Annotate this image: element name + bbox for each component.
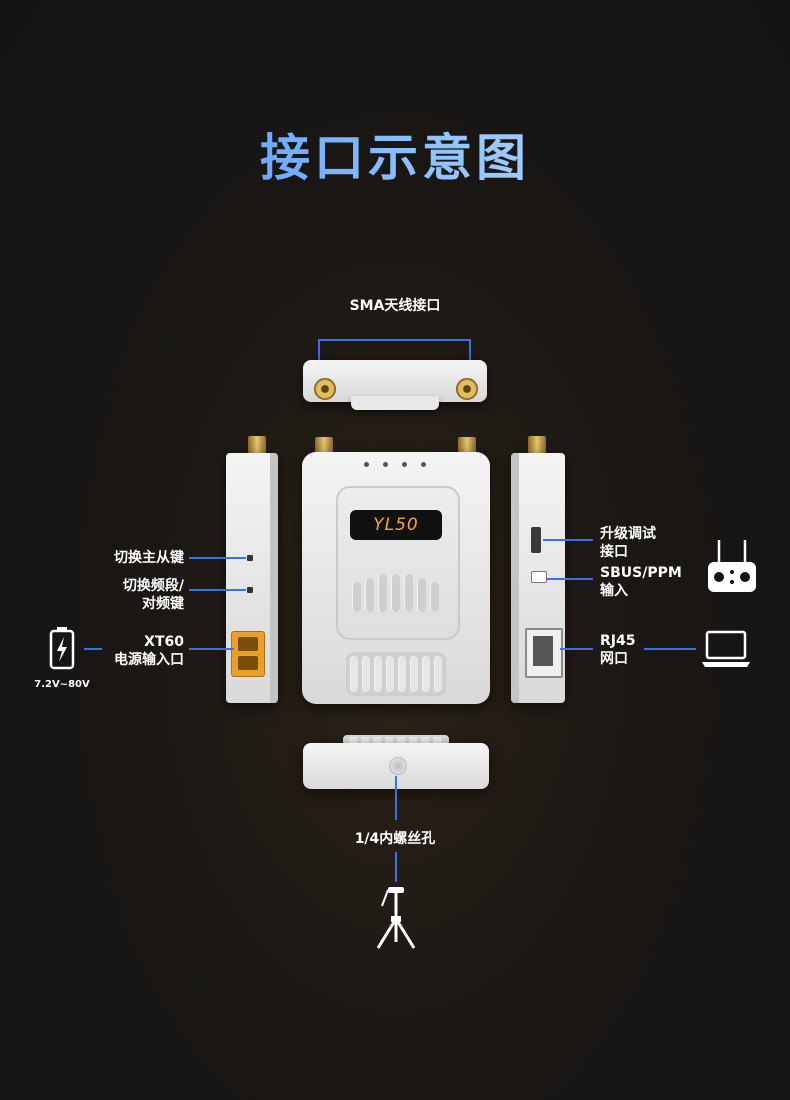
rj45-leader xyxy=(560,648,593,650)
sma-antenna-left-side xyxy=(248,436,266,458)
usb-debug-port xyxy=(531,527,541,553)
debug-label-line2: 接口 xyxy=(600,544,628,560)
device-left-side-view xyxy=(226,453,278,703)
sma-left-leader xyxy=(318,339,320,371)
laptop-leader xyxy=(644,648,696,650)
rj45-port xyxy=(525,628,563,678)
tripod-icon xyxy=(376,887,416,949)
sma-antenna-right-side xyxy=(528,436,546,458)
device-front-view: YL50 xyxy=(302,452,490,704)
master-slave-label: 切换主从键 xyxy=(114,550,184,566)
voltage-label: 7.2V~80V xyxy=(34,679,90,690)
sbus-label-line1: SBUS/PPM xyxy=(600,565,682,581)
master-slave-leader xyxy=(189,557,246,559)
sma-bracket-line xyxy=(318,339,471,341)
debug-leader xyxy=(543,539,593,541)
led-indicators xyxy=(364,462,428,468)
rj45-label-line1: RJ45 xyxy=(600,633,636,649)
battery-leader xyxy=(84,648,102,650)
xt60-connector xyxy=(231,631,265,677)
screw-leader-top xyxy=(395,776,397,820)
band-label-line1: 切换频段/ xyxy=(122,578,184,594)
sbus-label-line2: 输入 xyxy=(600,583,628,599)
sma-connector-left xyxy=(314,378,336,400)
sbus-ppm-port xyxy=(531,571,547,583)
master-slave-button[interactable] xyxy=(247,555,253,561)
sbus-leader xyxy=(547,578,593,580)
screw-leader-bottom xyxy=(395,852,397,882)
band-leader xyxy=(189,589,246,591)
page-title: 接口示意图 xyxy=(0,118,790,190)
sma-right-leader xyxy=(469,339,471,371)
laptop-icon xyxy=(702,630,750,667)
model-display: YL50 xyxy=(350,510,442,540)
sma-label: SMA天线接口 xyxy=(349,298,441,314)
device-top-view xyxy=(303,360,487,412)
xt60-label-line2: 电源输入口 xyxy=(114,652,184,668)
screw-label: 1/4内螺丝孔 xyxy=(354,831,436,847)
xt60-leader xyxy=(189,648,234,650)
screw-hole xyxy=(389,757,407,775)
sma-connector-right xyxy=(456,378,478,400)
band-label-line2: 对频键 xyxy=(142,596,184,612)
remote-controller-icon xyxy=(708,540,756,592)
battery-bolt-icon xyxy=(49,627,75,670)
xt60-label-line1: XT60 xyxy=(144,634,184,650)
band-pair-button[interactable] xyxy=(247,587,253,593)
rj45-label-line2: 网口 xyxy=(600,651,628,667)
debug-label-line1: 升级调试 xyxy=(600,526,656,542)
